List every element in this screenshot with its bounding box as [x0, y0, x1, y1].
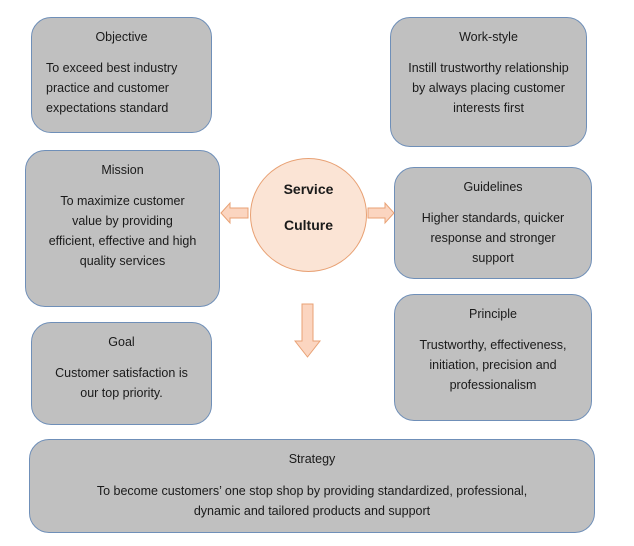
guidelines-text: Higher standards, quicker response and s… — [421, 211, 565, 265]
workstyle-text: Instill trustworthy relationship by alwa… — [408, 61, 569, 115]
workstyle-box: Work-style Instill trustworthy relations… — [390, 17, 587, 147]
objective-box: Objective To exceed best industry practi… — [31, 17, 212, 133]
goal-text: Customer satisfaction is our top priorit… — [55, 366, 188, 400]
service-culture-circle: Service Culture — [250, 158, 367, 272]
workstyle-title: Work-style — [459, 30, 518, 44]
arrow-left-icon — [220, 201, 249, 225]
goal-title: Goal — [108, 335, 135, 349]
goal-box: Goal Customer satisfaction is our top pr… — [31, 322, 212, 425]
objective-text: To exceed best industry practice and cus… — [46, 61, 178, 115]
principle-text: Trustworthy, effectiveness, initiation, … — [419, 338, 567, 392]
strategy-title: Strategy — [288, 452, 336, 466]
mission-box: Mission To maximize customer value by pr… — [25, 150, 220, 307]
strategy-text: To become customers’ one stop shop by pr… — [96, 484, 528, 518]
center-line-2: Culture — [284, 217, 333, 233]
mission-text: To maximize customer value by providing … — [48, 194, 197, 268]
mission-title: Mission — [101, 163, 144, 177]
guidelines-box: Guidelines Higher standards, quicker res… — [394, 167, 592, 279]
guidelines-title: Guidelines — [463, 180, 523, 194]
center-line-1: Service — [283, 181, 334, 197]
principle-box: Principle Trustworthy, effectiveness, in… — [394, 294, 592, 421]
arrow-right-icon — [367, 201, 395, 225]
arrow-down-icon — [294, 303, 322, 358]
objective-title: Objective — [95, 30, 148, 44]
principle-title: Principle — [469, 307, 517, 321]
strategy-box: Strategy To become customers’ one stop s… — [29, 439, 595, 533]
